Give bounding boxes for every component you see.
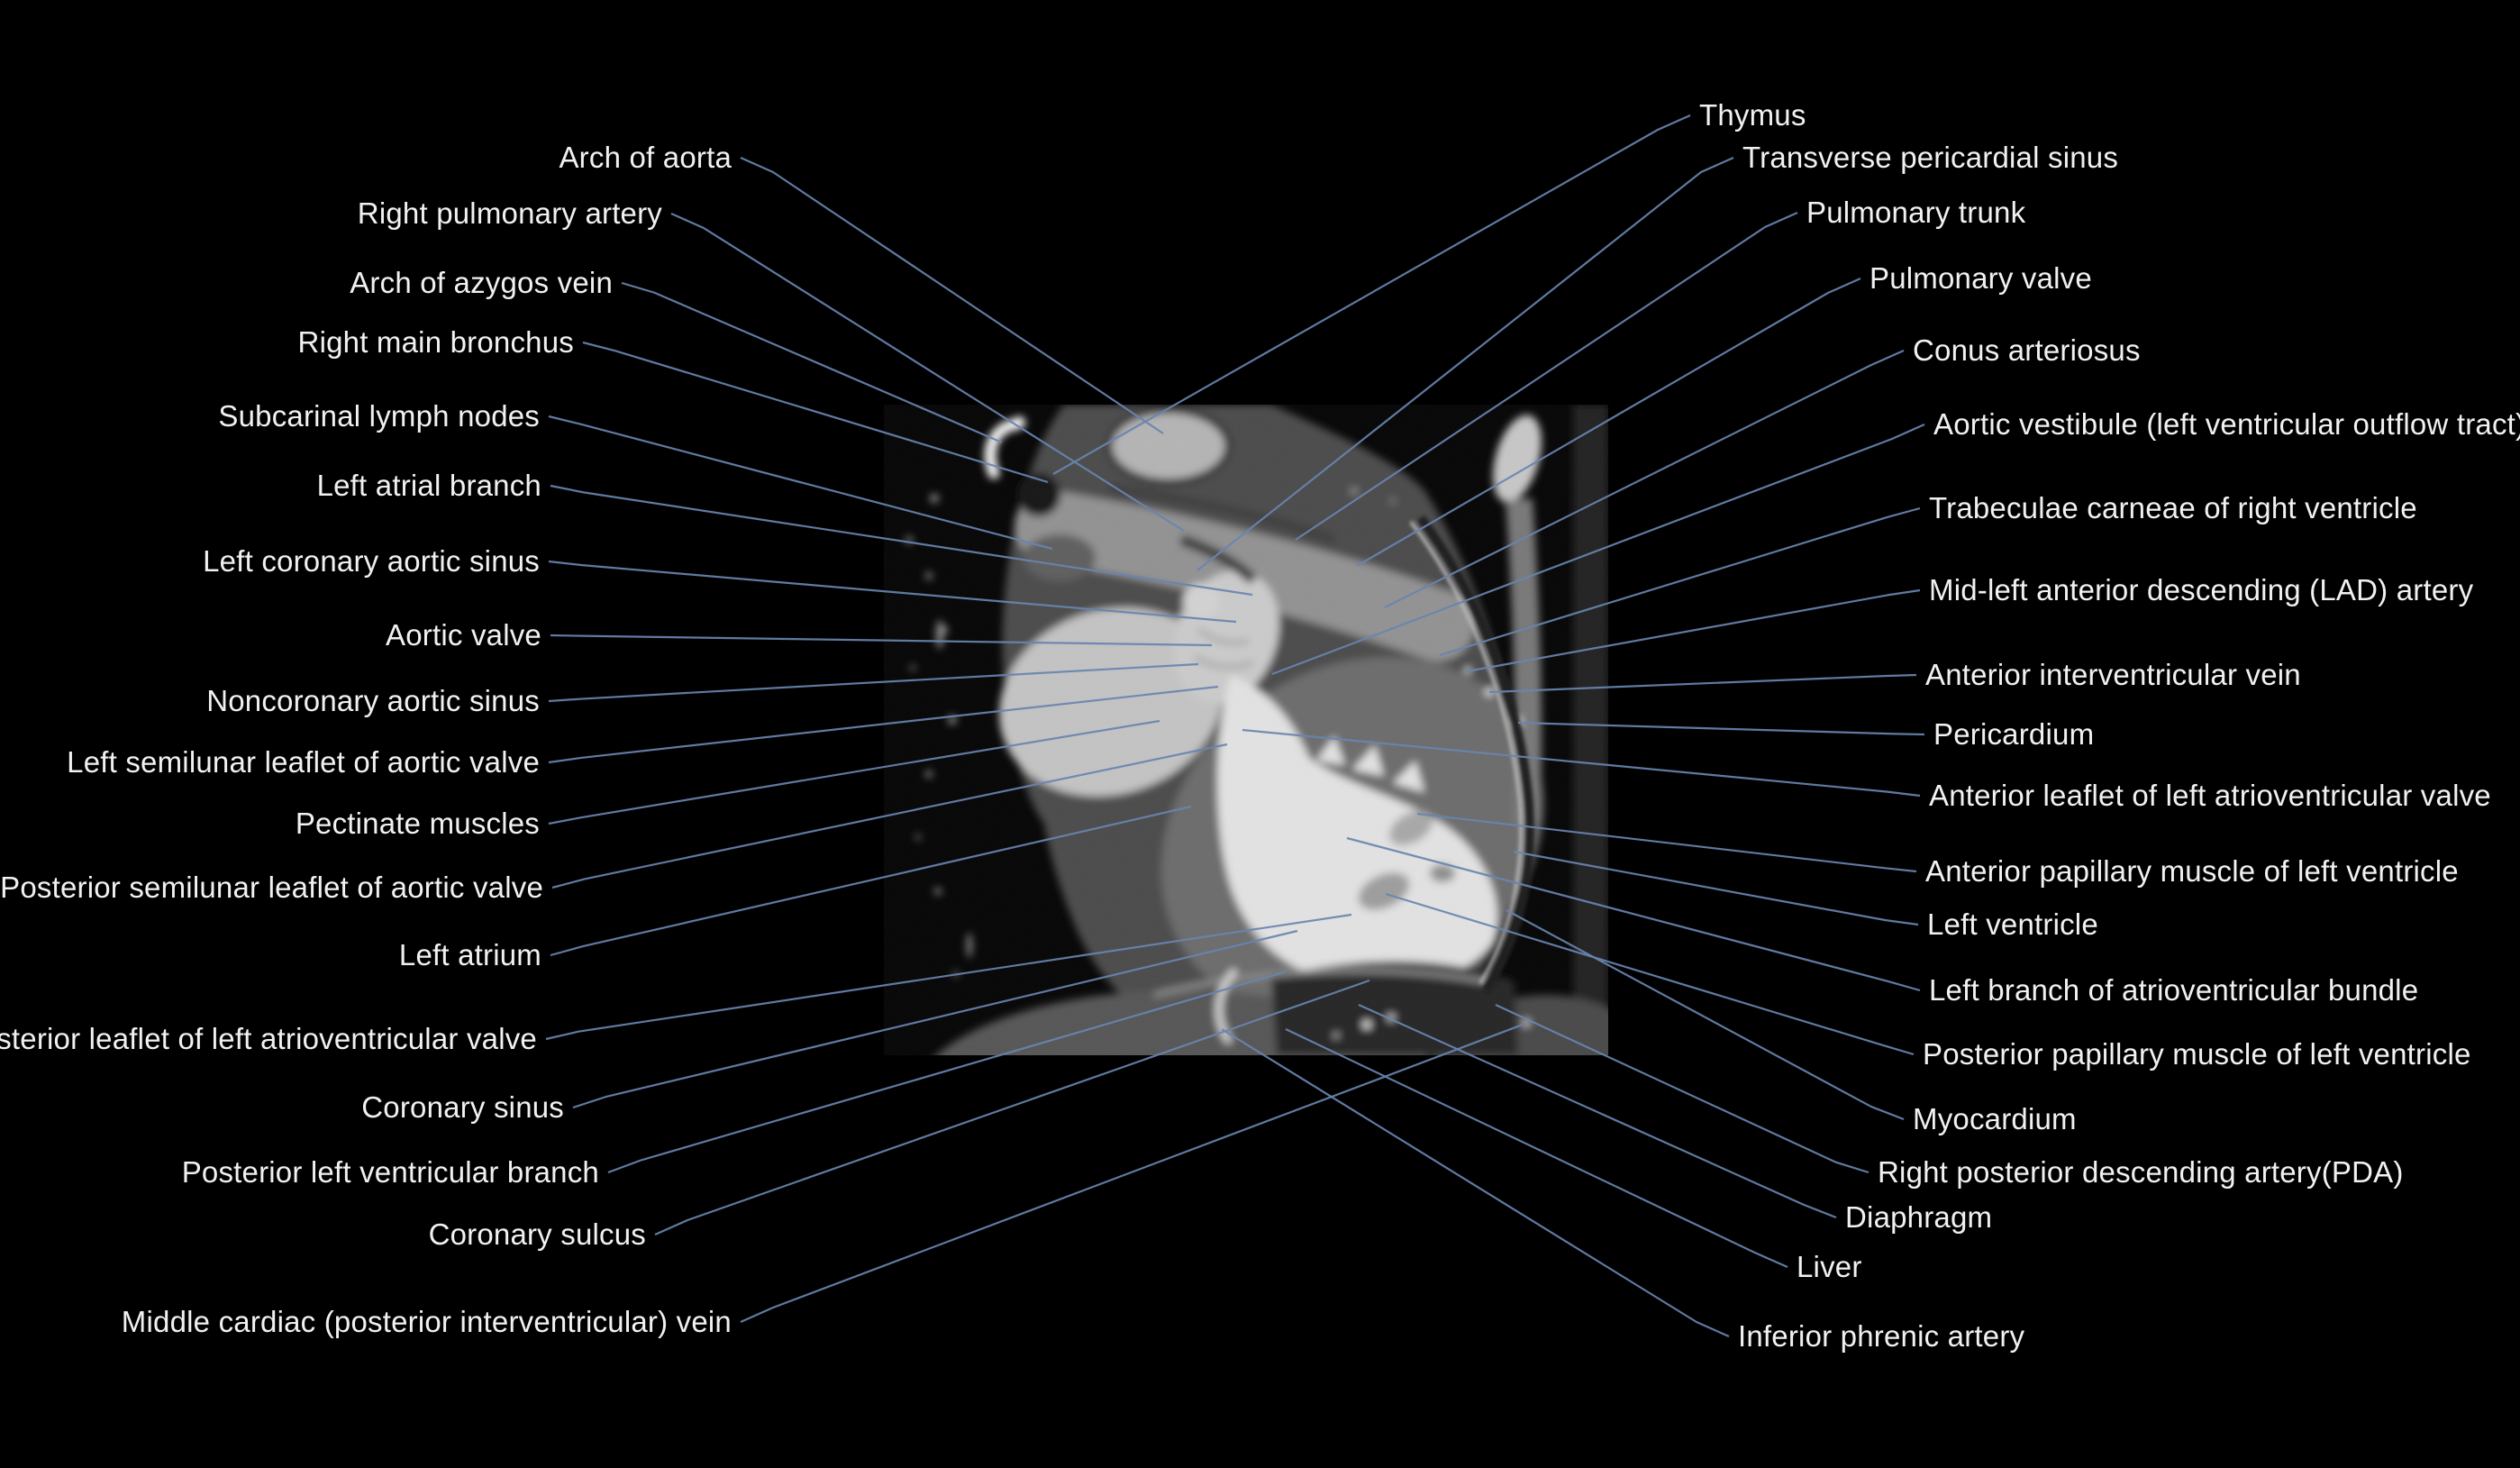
- ct-scan-image: [884, 405, 1608, 1055]
- label-arch-of-azygos-vein: Arch of azygos vein: [350, 265, 613, 299]
- label-left-coronary-aortic-sinus: Left coronary aortic sinus: [203, 543, 540, 578]
- label-conus-arteriosus: Conus arteriosus: [1913, 333, 2141, 367]
- label-anterior-interventricular-vein: Anterior interventricular vein: [1925, 657, 2301, 691]
- label-right-pulmonary-artery: Right pulmonary artery: [357, 196, 662, 230]
- label-aortic-valve: Aortic valve: [386, 617, 541, 652]
- label-middle-cardiac-posterior-interventricular-vein: Middle cardiac (posterior interventricul…: [121, 1304, 732, 1338]
- label-right-main-bronchus: Right main bronchus: [297, 324, 574, 359]
- label-liver: Liver: [1797, 1249, 1862, 1283]
- leader-line-middle-cardiac-posterior-interventricular-vein: [740, 1023, 1524, 1324]
- label-posterior-leaflet-of-left-atrioventricular-valve: Posterior leaflet of left atrioventricul…: [0, 1021, 537, 1055]
- leader-line-arch-of-aorta: [740, 156, 1164, 434]
- label-posterior-papillary-muscle-of-left-ventricle: Posterior papillary muscle of left ventr…: [1923, 1036, 2471, 1071]
- ct-anatomy-graphic: [884, 405, 1608, 1055]
- label-mid-left-anterior-descending-lad-artery: Mid-left anterior descending (LAD) arter…: [1929, 572, 2474, 606]
- label-pectinate-muscles: Pectinate muscles: [295, 806, 540, 840]
- label-posterior-left-ventricular-branch: Posterior left ventricular branch: [181, 1154, 599, 1189]
- label-left-atrium: Left atrium: [398, 937, 541, 971]
- label-coronary-sinus: Coronary sinus: [361, 1090, 564, 1124]
- label-pericardium: Pericardium: [1933, 716, 2095, 751]
- label-transverse-pericardial-sinus: Transverse pericardial sinus: [1742, 140, 2119, 174]
- ct-noise-overlay: [884, 405, 1608, 1055]
- label-pulmonary-trunk: Pulmonary trunk: [1806, 195, 2026, 229]
- label-anterior-papillary-muscle-of-left-ventricle: Anterior papillary muscle of left ventri…: [1925, 853, 2459, 888]
- label-thymus: Thymus: [1699, 97, 1806, 132]
- label-left-ventricle: Left ventricle: [1927, 907, 2098, 941]
- label-posterior-semilunar-leaflet-of-aortic-valve: Posterior semilunar leaflet of aortic va…: [0, 870, 543, 904]
- label-noncoronary-aortic-sinus: Noncoronary aortic sinus: [206, 683, 540, 717]
- label-aortic-vestibule-left-ventricular-outflow-tract: Aortic vestibule (left ventricular outfl…: [1933, 406, 2520, 441]
- label-diaphragm: Diaphragm: [1845, 1199, 1993, 1234]
- label-right-posterior-descending-artery-pda: Right posterior descending artery(PDA): [1878, 1154, 2404, 1189]
- label-arch-of-aorta: Arch of aorta: [559, 140, 732, 174]
- label-subcarinal-lymph-nodes: Subcarinal lymph nodes: [218, 398, 540, 433]
- leader-line-inferior-phrenic-artery: [1221, 1028, 1730, 1338]
- label-left-atrial-branch: Left atrial branch: [316, 468, 541, 502]
- label-coronary-sulcus: Coronary sulcus: [428, 1217, 646, 1251]
- label-left-semilunar-leaflet-of-aortic-valve: Left semilunar leaflet of aortic valve: [67, 744, 540, 779]
- label-inferior-phrenic-artery: Inferior phrenic artery: [1738, 1318, 2025, 1353]
- leader-line-liver: [1285, 1028, 1788, 1269]
- label-pulmonary-valve: Pulmonary valve: [1870, 260, 2092, 295]
- label-anterior-leaflet-of-left-atrioventricular-valve: Anterior leaflet of left atrioventricula…: [1929, 778, 2491, 812]
- label-trabeculae-carneae-of-right-ventricle: Trabeculae carneae of right ventricle: [1929, 490, 2417, 524]
- label-left-branch-of-atrioventricular-bundle: Left branch of atrioventricular bundle: [1929, 972, 2419, 1007]
- label-myocardium: Myocardium: [1913, 1101, 2077, 1135]
